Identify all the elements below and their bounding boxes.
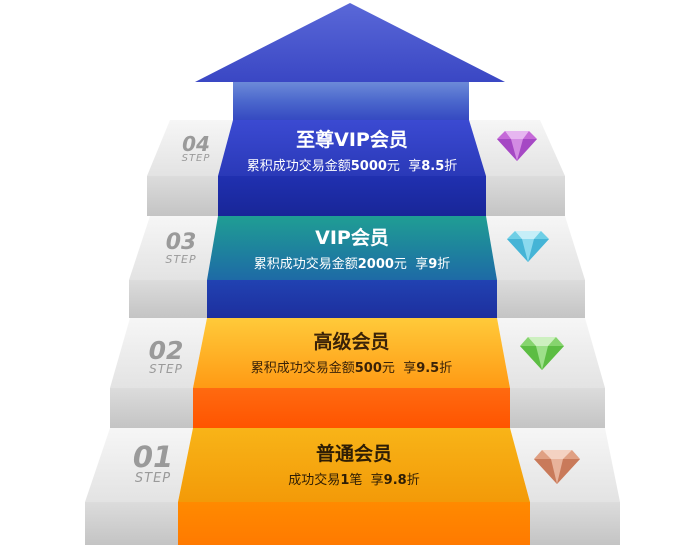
step4-center-front [218, 176, 486, 216]
step-label: STEP [149, 362, 183, 376]
tier-name: 高级会员 [313, 331, 390, 353]
tier-02-label: 高级会员 累积成功交易金额500元 享9.5折 [193, 330, 510, 378]
step2-center-front [193, 388, 510, 428]
green-diamond-icon [520, 337, 564, 370]
tier-name: VIP会员 [315, 227, 389, 249]
step-label: STEP [134, 471, 172, 486]
arrow-head [195, 3, 505, 82]
tier-description: 累积成功交易金额500元 享9.5折 [250, 361, 453, 376]
step4-left-front [147, 176, 218, 216]
step4-center-top [218, 120, 486, 176]
tier-04-label: 至尊VIP会员 累积成功交易金额5000元 享8.5折 [218, 128, 486, 176]
step-number-04: 04 STEP [170, 134, 222, 164]
blue-diamond-icon [507, 231, 549, 262]
step3-center-top [207, 216, 497, 280]
step2-left-front [110, 388, 193, 428]
step-number-text: 03 [165, 230, 197, 255]
step4-right-front [486, 176, 565, 216]
step-number-01: 01 STEP [112, 440, 194, 486]
step-label: STEP [181, 153, 211, 164]
step-number-02: 02 STEP [130, 338, 202, 375]
tier-description: 成功交易1笔 享9.8折 [288, 473, 420, 488]
step2-right-front [510, 388, 605, 428]
tier-name: 普通会员 [315, 443, 392, 465]
purple-diamond-icon [497, 131, 537, 161]
tier-description: 累积成功交易金额2000元 享9折 [253, 257, 451, 272]
step1-left-front [85, 502, 178, 545]
step3-left-front [129, 280, 207, 318]
step3-left-top [129, 216, 218, 280]
step-number-text: 02 [148, 336, 184, 365]
step-number-text: 04 [182, 132, 210, 156]
step1-left-top [85, 428, 193, 502]
arrow-shaft [233, 82, 469, 122]
tier-03-label: VIP会员 累积成功交易金额2000元 享9折 [207, 226, 497, 274]
step1-center-top [178, 428, 530, 502]
tier-name: 至尊VIP会员 [296, 129, 408, 151]
tier-01-label: 普通会员 成功交易1笔 享9.8折 [178, 442, 530, 490]
bronze-diamond-icon [534, 450, 580, 484]
step3-right-front [497, 280, 585, 318]
step1-center-front [178, 502, 530, 545]
tier-description: 累积成功交易金额5000元 享8.5折 [246, 159, 458, 174]
step3-center-front [207, 280, 497, 318]
step2-center-top [193, 318, 510, 388]
step2-left-top [110, 318, 207, 388]
step-number-text: 01 [132, 440, 174, 474]
step1-right-front [530, 502, 620, 545]
step-label: STEP [165, 253, 197, 266]
step4-left-top [147, 120, 233, 176]
step-number-03: 03 STEP [150, 230, 212, 266]
